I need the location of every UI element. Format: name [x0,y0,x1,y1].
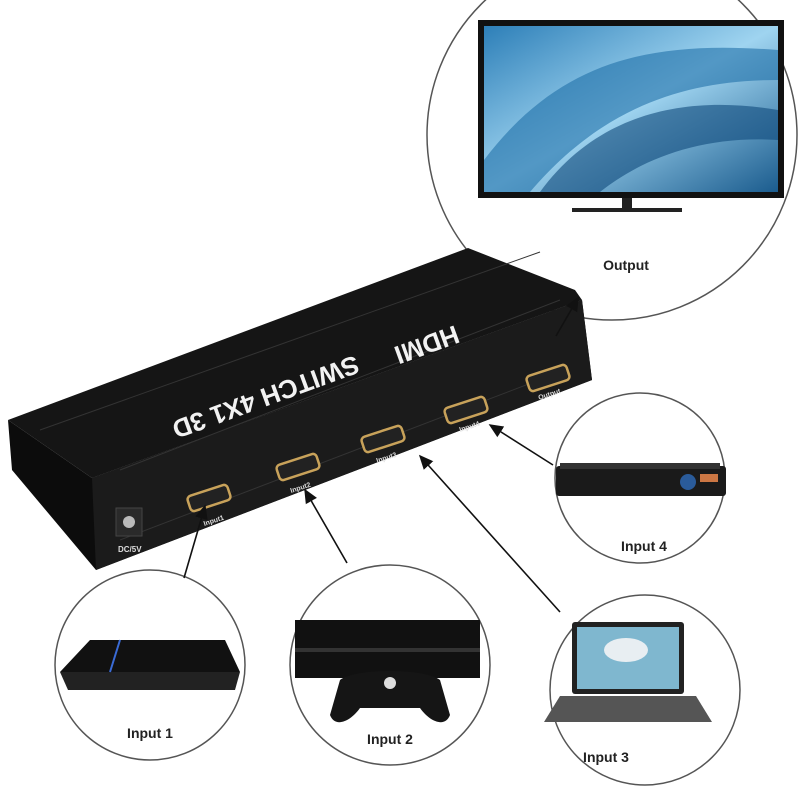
port-input2[interactable] [275,452,321,482]
port-input4[interactable] [443,395,489,425]
input3-circle [544,594,741,786]
port-input3[interactable] [360,424,406,454]
arrow-input3 [418,454,561,613]
power-jack[interactable] [115,507,143,537]
power-label: DC/5V [118,545,142,554]
console-ps4 [60,640,240,672]
output-label: Output [603,257,649,273]
input4-circle [554,392,726,564]
arrow-input1 [183,504,208,579]
output-circle [426,0,798,321]
input4-label: Input 4 [621,538,667,554]
input3-label: Input 3 [583,749,629,765]
input2-label: Input 2 [367,731,413,747]
laptop-keyboard [544,696,712,722]
connection-arrows [183,296,579,613]
input1-circle [54,569,246,761]
arrow-input4 [488,424,554,466]
controller [330,671,450,723]
tv-stand [572,208,682,212]
arrow-input2 [304,488,348,564]
input1-label: Input 1 [127,725,173,741]
hdmi-switch-device: SWITCH 4X1 3D HDMI Input1 Input2 Input3 … [8,248,592,570]
arrow-output [555,296,579,337]
port-output[interactable] [525,363,571,393]
input2-circle [289,564,491,766]
